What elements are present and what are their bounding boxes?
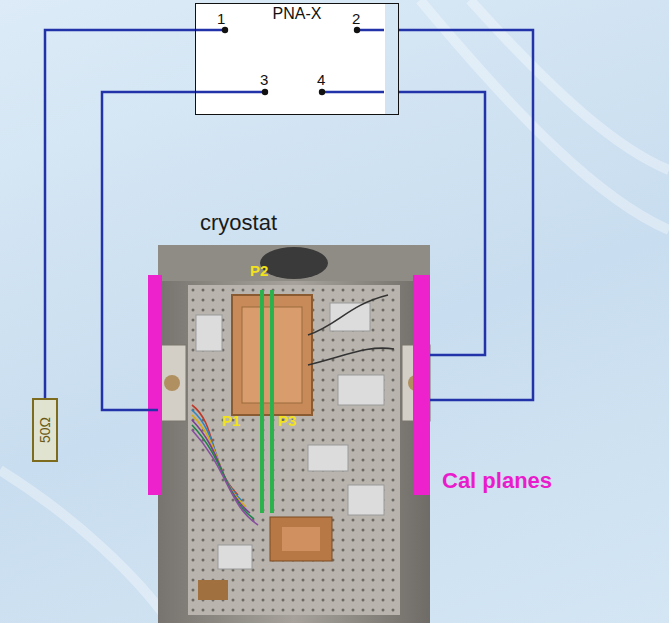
clamp <box>198 580 228 600</box>
coax-cable <box>45 30 195 398</box>
tape <box>348 485 384 515</box>
wire <box>192 430 258 525</box>
port-number: 4 <box>317 71 325 88</box>
port-dot <box>319 89 325 95</box>
port-number: 1 <box>217 10 225 27</box>
instrument-name: PNA-X <box>196 4 398 23</box>
coax-cable <box>399 92 485 355</box>
cryostat-wall <box>158 245 430 623</box>
green-line <box>270 290 274 513</box>
tape <box>218 545 252 569</box>
port-label: P1 <box>222 412 240 429</box>
green-planes <box>262 290 272 513</box>
cal-planes <box>148 275 430 495</box>
streak <box>470 0 669 170</box>
heading: cryostat <box>158 205 430 237</box>
cal-planes-label: Cal planes <box>442 468 552 494</box>
port-label: P3 <box>278 412 296 429</box>
left-flange <box>158 345 186 421</box>
copper-mount-top <box>282 527 320 551</box>
port-dot <box>262 89 268 95</box>
streak <box>420 0 669 230</box>
top-port <box>260 247 328 279</box>
cryostat-photo <box>158 245 430 623</box>
wire-stub <box>322 91 384 94</box>
wire <box>308 295 388 335</box>
resistor-load: 50Ω <box>32 398 58 462</box>
resistor-value: 50Ω <box>37 417 53 443</box>
wire <box>308 348 394 365</box>
cold-plate <box>188 285 400 615</box>
green-line <box>260 290 264 513</box>
cal-plane-bar <box>413 275 430 495</box>
coax-cable <box>399 30 533 400</box>
port-label: P2 <box>250 262 268 279</box>
wire-bundle <box>192 295 394 525</box>
streak <box>0 470 170 623</box>
port-stubs <box>196 30 384 92</box>
tape <box>196 315 222 351</box>
coax-cable <box>102 92 195 410</box>
port-dot <box>354 27 360 33</box>
wire <box>192 425 254 519</box>
cryostat-rim <box>158 245 430 281</box>
instrument-box: PNA-X <box>195 3 399 115</box>
tape <box>330 303 370 331</box>
copper-mount <box>270 517 332 561</box>
hole-grid <box>188 285 400 615</box>
wire-stub <box>357 29 384 32</box>
port-number: 3 <box>260 71 268 88</box>
tape <box>308 445 348 471</box>
port-number: 2 <box>352 10 360 27</box>
port-dot <box>222 27 228 33</box>
connector <box>164 375 180 391</box>
wire-stub <box>196 29 225 32</box>
cal-plane-bar <box>148 275 162 495</box>
port-dots <box>222 27 360 95</box>
wire-stub <box>196 91 265 94</box>
tape <box>338 375 384 405</box>
